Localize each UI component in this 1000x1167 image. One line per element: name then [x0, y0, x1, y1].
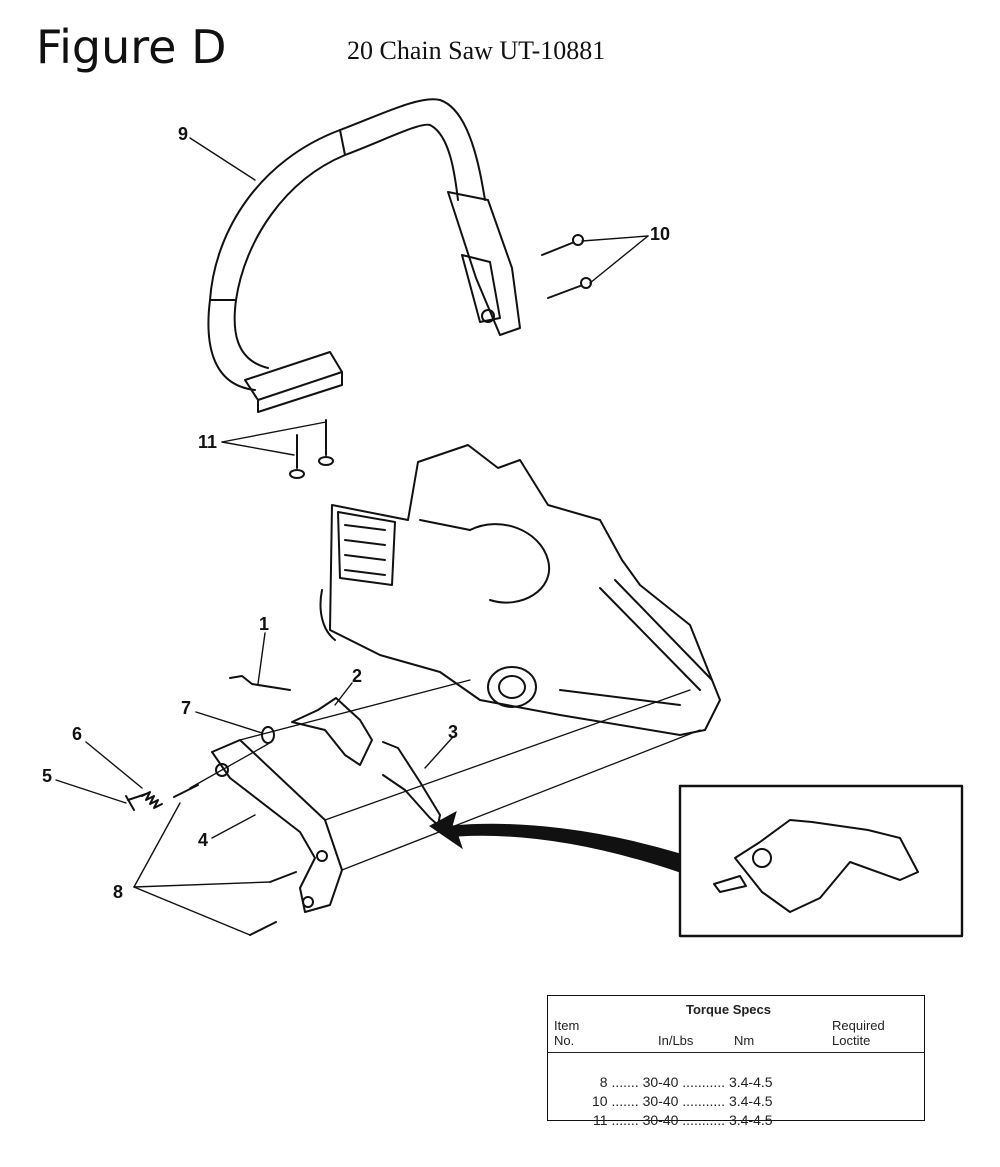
handle-screw-11b [318, 419, 334, 466]
table-row: 11 ....... 30-40 ........... 3.4-4.5 [593, 1112, 773, 1128]
callout-2: 2 [352, 666, 362, 686]
figure-subtitle: 20 Chain Saw UT-10881 [347, 36, 606, 65]
hand-guard-part-4 [211, 739, 343, 913]
detail-callout-arrow [429, 810, 681, 873]
col-item-line2: No. [554, 1033, 575, 1048]
assembly-guide-lines [189, 679, 701, 871]
callout-1: 1 [259, 614, 269, 634]
callout-3: 3 [448, 722, 458, 742]
handle-screw-11a [289, 434, 305, 479]
col-inlbs: In/Lbs [658, 1033, 694, 1048]
front-handle-bar [207, 98, 521, 413]
table-row: 8 ....... 30-40 ........... 3.4-4.5 [599, 1074, 773, 1090]
col-item-line1: Item [554, 1018, 580, 1033]
screw-part-8a [173, 784, 199, 798]
col-nm: Nm [734, 1033, 755, 1048]
torque-spec-table: Torque Specs Item No. In/Lbs Nm Required… [547, 995, 925, 1128]
figure-title: Figure D [36, 20, 227, 74]
callout-6: 6 [72, 724, 82, 744]
col-loctite-line1: Required [832, 1018, 885, 1033]
rod-part-1 [229, 675, 291, 691]
washer-part-7 [261, 726, 275, 744]
torque-table-title: Torque Specs [686, 1002, 772, 1017]
handle-bolt-10a [541, 234, 584, 256]
callout-8: 8 [113, 882, 123, 902]
table-row: 10 ....... 30-40 ........... 3.4-4.5 [591, 1093, 773, 1109]
col-loctite-line2: Loctite [832, 1033, 871, 1048]
callout-10: 10 [650, 224, 670, 244]
header-rule [548, 1052, 924, 1053]
callout-11: 11 [198, 432, 217, 452]
screw-part-8c [249, 921, 277, 936]
screw-part-8b [269, 871, 297, 883]
detail-inset [678, 784, 964, 938]
brake-spring-part-3 [382, 741, 441, 826]
leader-lines [55, 137, 649, 936]
handle-bolt-10b [547, 277, 592, 299]
engine-housing [319, 444, 721, 736]
callout-4: 4 [198, 830, 208, 850]
spring-part-6 [141, 791, 163, 809]
callout-9: 9 [178, 124, 188, 144]
callout-7: 7 [181, 698, 191, 718]
callout-5: 5 [42, 766, 52, 786]
brake-lever-part-2 [291, 697, 373, 766]
